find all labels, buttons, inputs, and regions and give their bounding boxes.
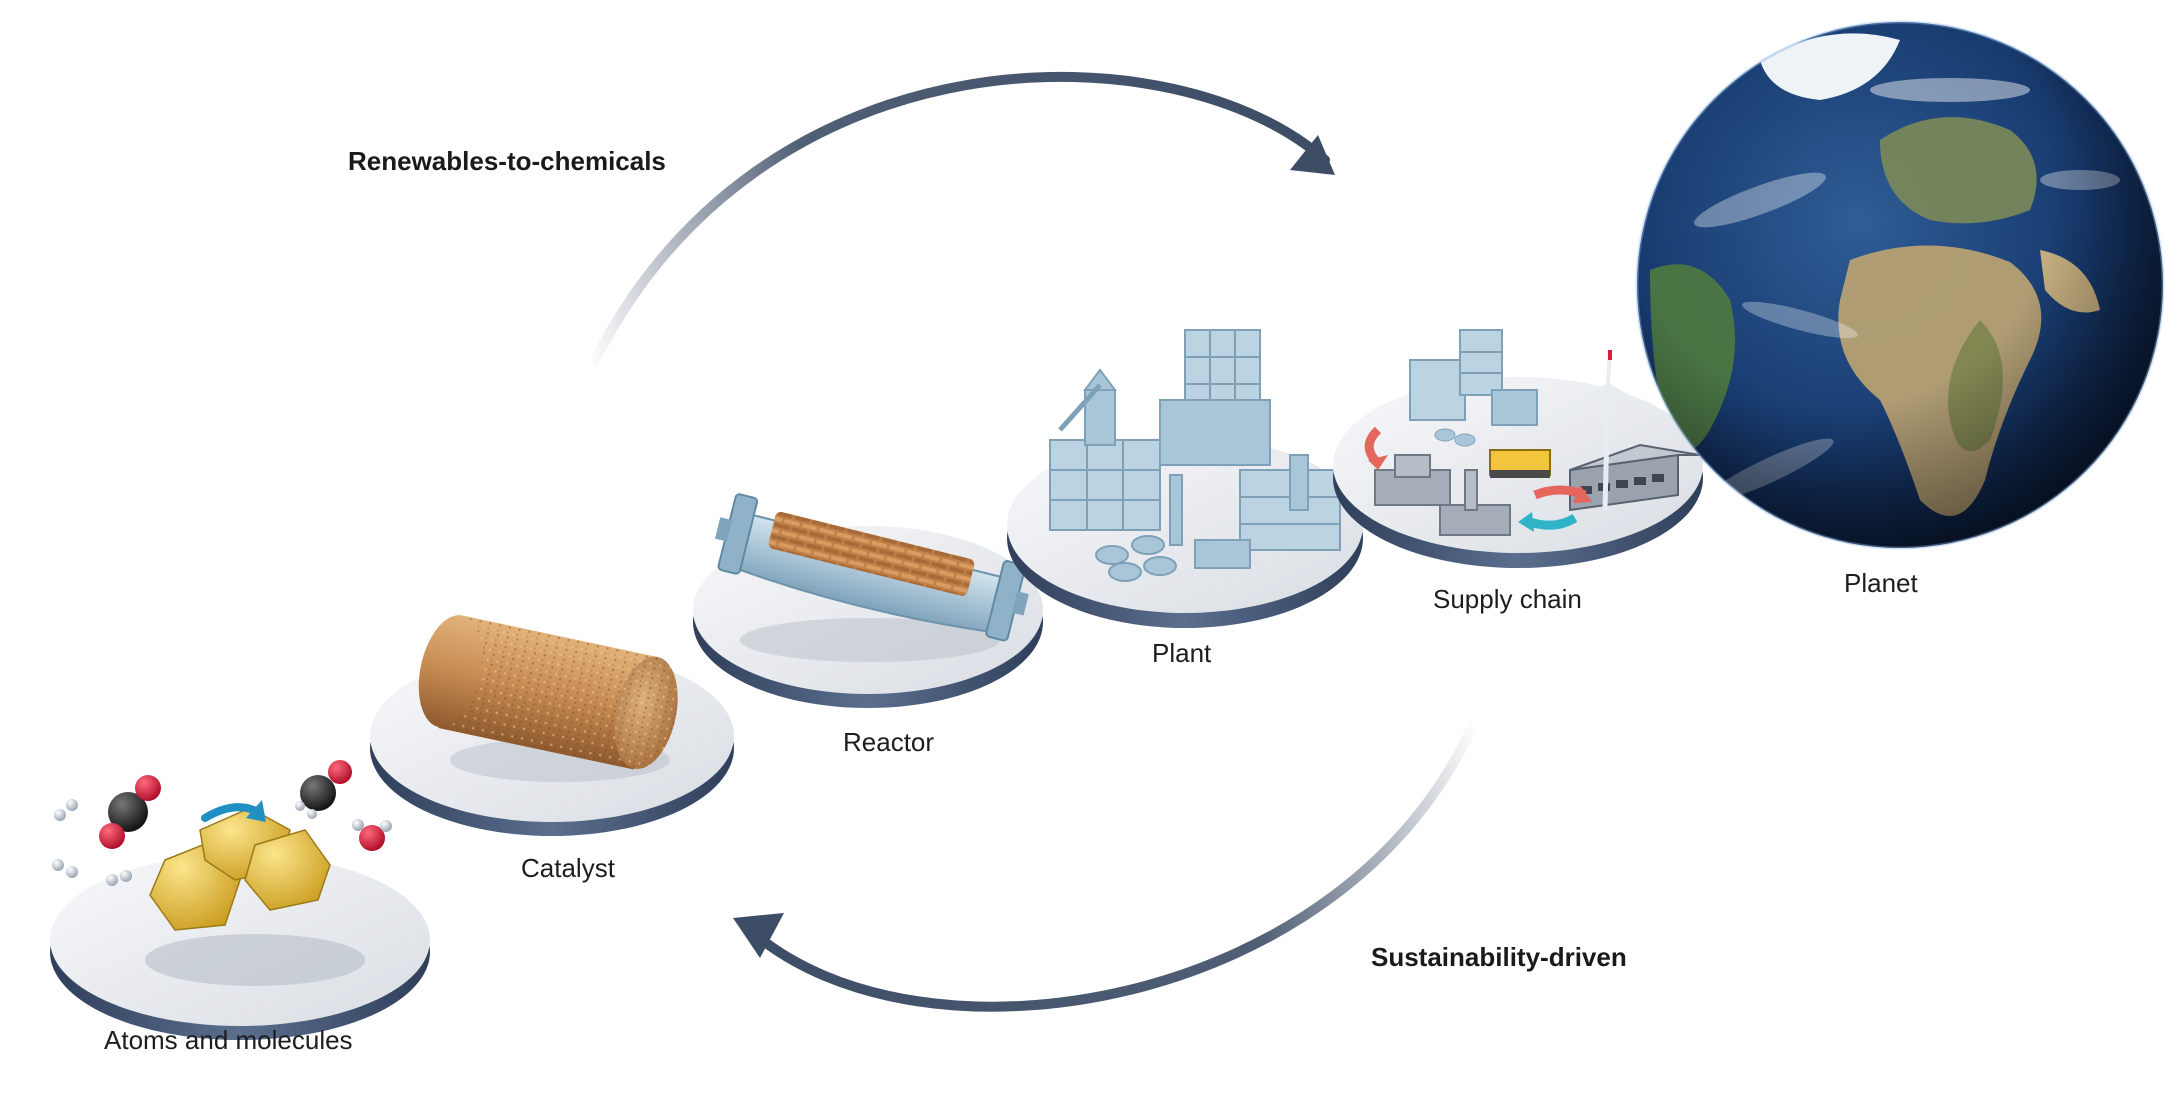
stage-label-reactor: Reactor xyxy=(843,727,935,757)
catalyst-pellet-icon xyxy=(418,615,678,782)
flow-label-sustainability-driven: Sustainability-driven xyxy=(1371,942,1627,972)
stage-label-supply-chain: Supply chain xyxy=(1433,584,1582,614)
stage-label-atoms: Atoms and molecules xyxy=(104,1025,353,1055)
earth-globe-icon xyxy=(1635,20,2165,550)
stage-label-plant: Plant xyxy=(1152,638,1212,668)
flow-arrow-top xyxy=(585,72,1335,375)
flow-arrow-bottom xyxy=(733,715,1480,1012)
molecule-cluster-icon xyxy=(52,760,392,986)
stage-label-catalyst: Catalyst xyxy=(521,853,615,883)
reactor-tube-icon xyxy=(714,493,1029,662)
stage-label-planet: Planet xyxy=(1844,568,1918,598)
flow-label-renewables-to-chemicals: Renewables-to-chemicals xyxy=(348,146,666,176)
supply-chain-icon xyxy=(1364,329,1701,536)
chemical-plant-icon xyxy=(1049,329,1341,582)
